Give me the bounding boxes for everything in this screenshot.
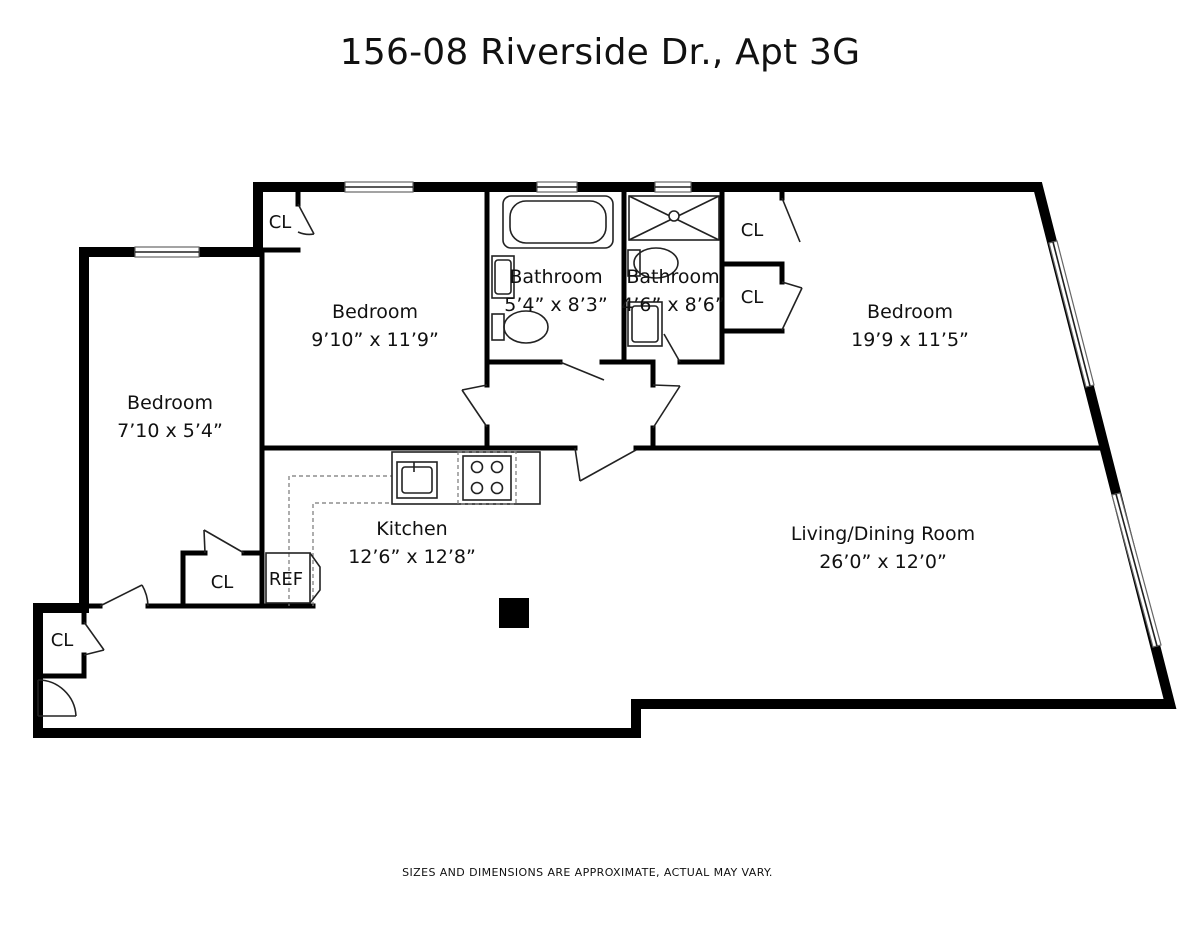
room-labels: Bedroom 7’10 x 5’4” Bedroom 9’10” x 11’9… [51,212,975,651]
room-name-bedroom-left: Bedroom [127,392,213,414]
room-size-bathroom-1: 5’4” x 8’3” [504,294,607,316]
refrigerator-label: REF [269,569,303,590]
room-name-bathroom-2: Bathroom [626,266,719,288]
closet-label-center-bedroom: CL [269,212,292,233]
room-name-kitchen: Kitchen [376,518,447,540]
exterior-walls [33,182,1177,738]
plan-title: 156-08 Riverside Dr., Apt 3G [339,32,861,73]
room-size-living-dining: 26’0” x 12’0” [819,551,947,573]
room-name-living-dining: Living/Dining Room [791,523,975,545]
fixtures [265,195,720,628]
room-size-bathroom-2: 4’6” x 8’6” [621,294,724,316]
room-name-bedroom-center: Bedroom [332,301,418,323]
closet-label-entry: CL [51,630,74,651]
closet-label-right-top: CL [741,220,764,241]
room-size-bedroom-right: 19’9 x 11’5” [851,329,969,351]
room-size-bedroom-left: 7’10 x 5’4” [117,420,223,442]
windows [134,181,1162,648]
closet-label-right-bottom: CL [741,287,764,308]
room-name-bathroom-1: Bathroom [509,266,602,288]
closet-label-hall: CL [211,572,234,593]
disclaimer-text: SIZES AND DIMENSIONS ARE APPROXIMATE, AC… [402,866,773,879]
room-size-kitchen: 12’6” x 12’8” [348,546,476,568]
interior-walls [35,187,1101,679]
column [499,598,529,628]
room-name-bedroom-right: Bedroom [867,301,953,323]
room-size-bedroom-center: 9’10” x 11’9” [311,329,439,351]
doors [37,197,803,717]
